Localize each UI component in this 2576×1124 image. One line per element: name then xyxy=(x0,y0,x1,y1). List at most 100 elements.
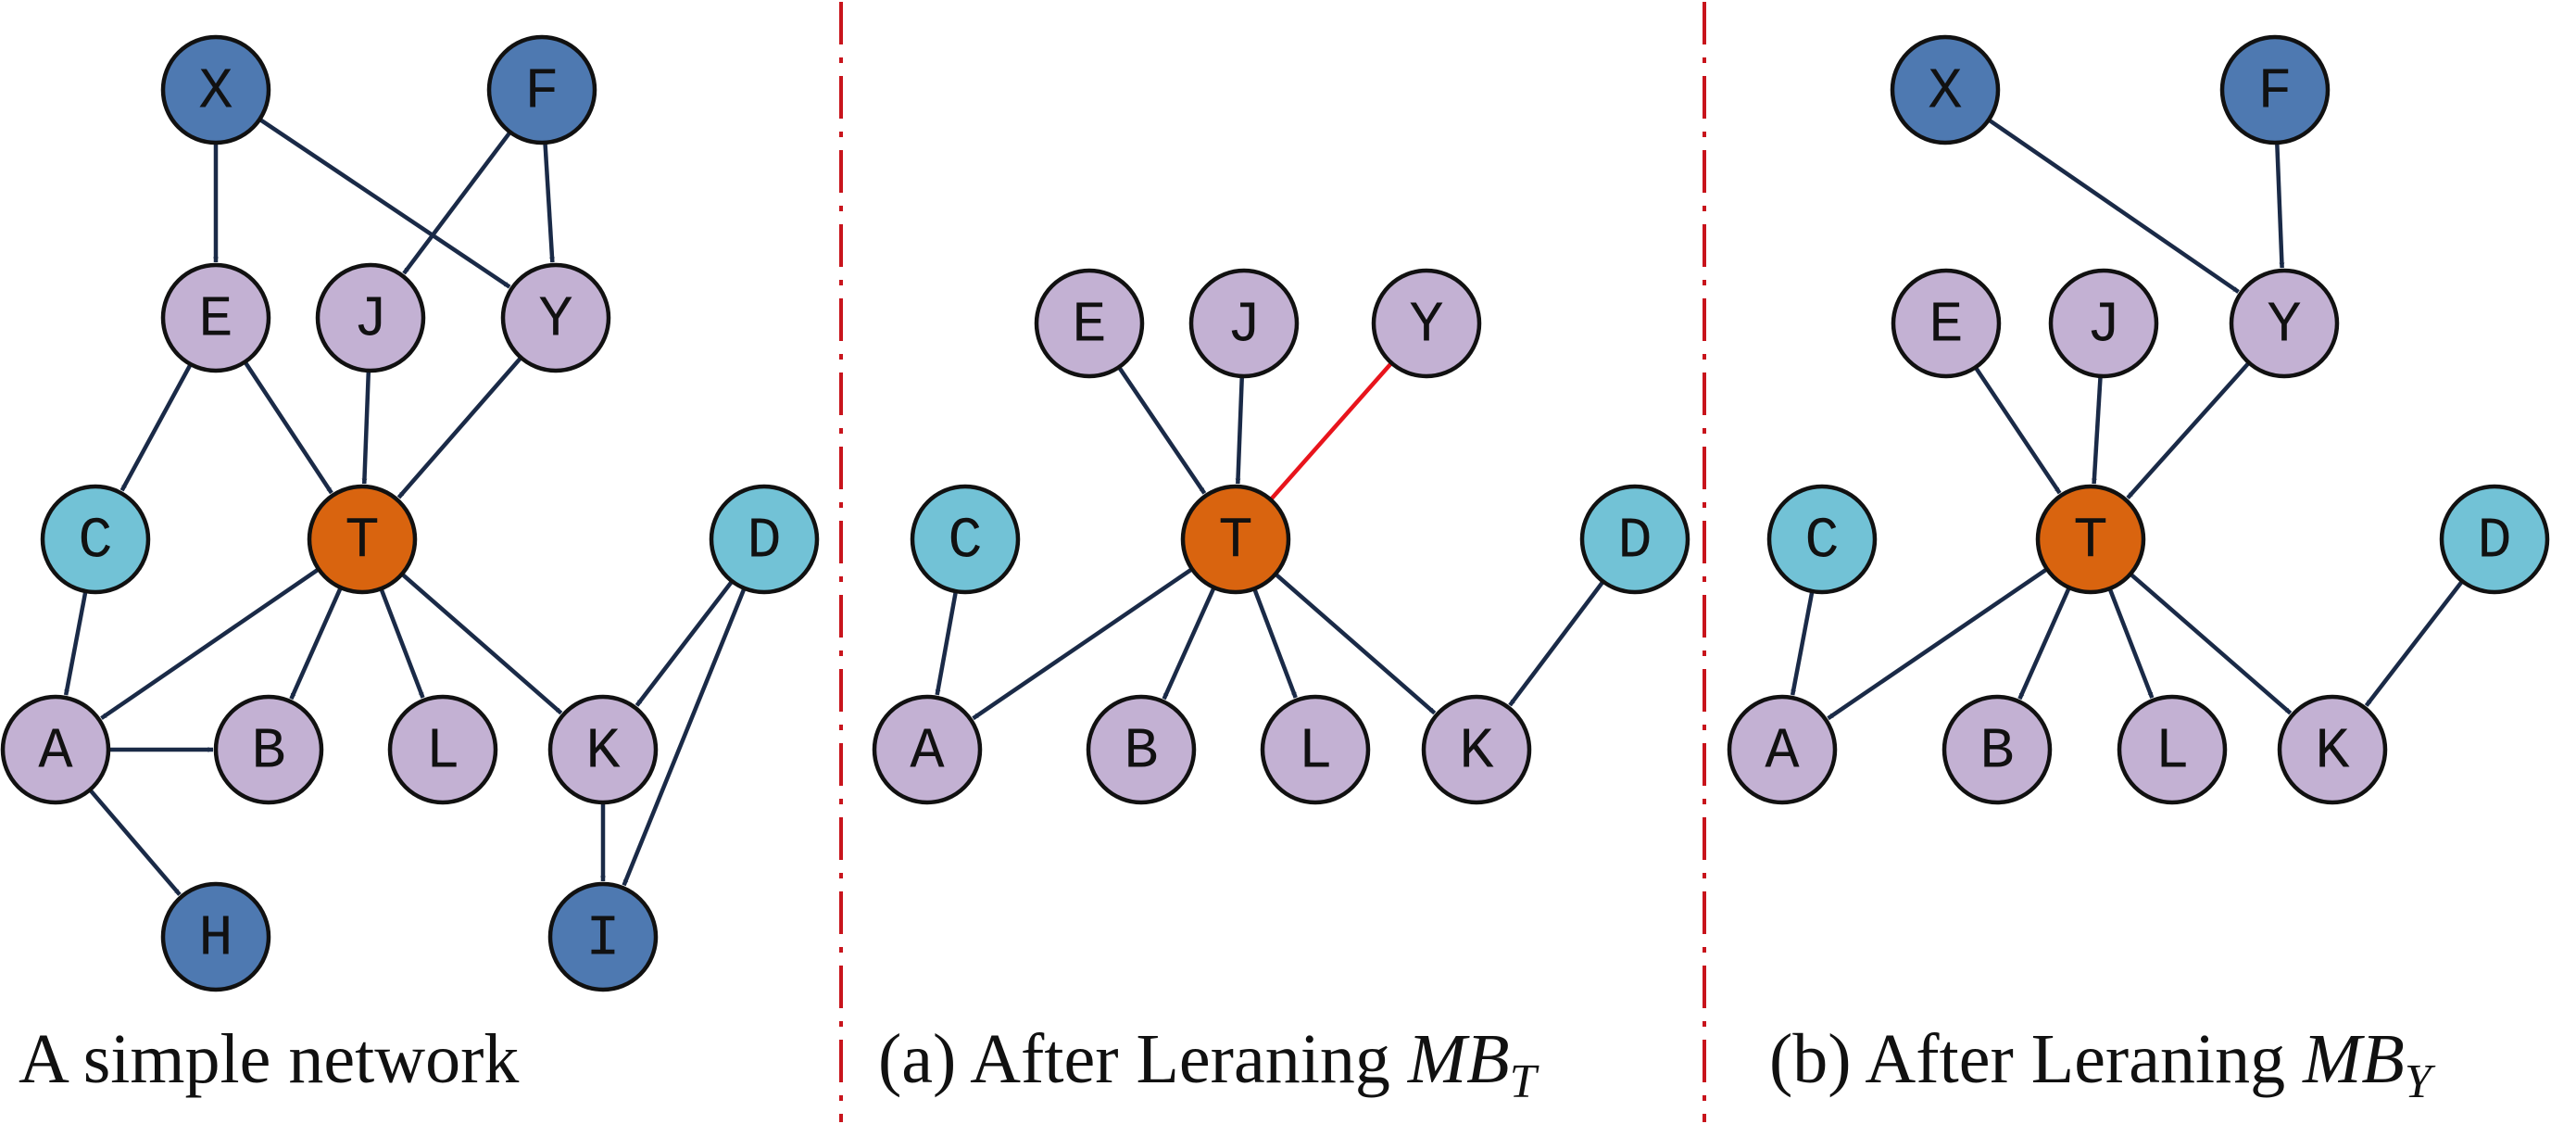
edge-j-t xyxy=(1235,375,1245,485)
edge-d-k xyxy=(635,579,735,707)
node-a: A xyxy=(872,694,983,805)
edge-e-c xyxy=(119,362,193,492)
node-label: K xyxy=(2315,719,2350,785)
node-label: D xyxy=(1617,509,1652,575)
edge-c-a xyxy=(1790,590,1815,696)
node-circle xyxy=(2229,268,2340,379)
node-j: J xyxy=(315,262,426,373)
node-circle xyxy=(2048,268,2159,379)
node-label: T xyxy=(345,509,379,575)
node-circle xyxy=(1727,694,1838,805)
node-c: C xyxy=(1766,484,1878,595)
node-label: J xyxy=(2086,293,2120,359)
node-circle xyxy=(1188,268,1300,379)
node-circle xyxy=(1034,268,1145,379)
caption-after-learning-mb-t: (a) After Leraning MBT xyxy=(878,1020,1539,1108)
node-circle xyxy=(213,694,324,805)
edge-a-h xyxy=(88,788,182,896)
node-e: E xyxy=(160,262,271,373)
node-label: T xyxy=(2073,509,2107,575)
edge-t-y xyxy=(1269,361,1393,501)
node-circle xyxy=(1766,484,1878,595)
node-circle xyxy=(547,694,659,805)
edge-j-t xyxy=(2091,375,2103,485)
edge-c-a xyxy=(63,590,88,696)
node-circle xyxy=(0,694,111,805)
edge-d-i xyxy=(622,587,747,887)
node-circle xyxy=(2117,694,2228,805)
edge-t-l xyxy=(379,587,425,699)
node-c: C xyxy=(40,484,151,595)
node-j: J xyxy=(1188,268,1300,379)
node-label: A xyxy=(38,719,73,785)
node-label: D xyxy=(747,509,781,575)
node-i: I xyxy=(547,881,659,992)
caption-simple-network: A simple network xyxy=(19,1020,519,1098)
node-f: F xyxy=(2219,34,2331,145)
node-label: C xyxy=(948,509,982,575)
node-label: L xyxy=(1298,719,1332,785)
node-label: A xyxy=(1765,719,1800,785)
edge-t-b xyxy=(1162,587,1216,701)
node-label: I xyxy=(585,906,620,972)
node-label: X xyxy=(198,59,232,125)
node-label: T xyxy=(1218,509,1252,575)
node-circle xyxy=(910,484,1021,595)
node-t: T xyxy=(307,484,418,595)
node-circle xyxy=(40,484,151,595)
node-label: B xyxy=(1979,719,2014,785)
edge-t-a xyxy=(100,567,320,720)
edge-e-t xyxy=(1117,365,1207,495)
edge-f-y xyxy=(2275,142,2285,269)
node-x: X xyxy=(1890,34,2001,145)
edge-t-k xyxy=(1274,572,1437,715)
node-label: K xyxy=(1459,719,1494,785)
node-circle xyxy=(2035,484,2146,595)
node-label: Y xyxy=(1409,293,1443,359)
node-e: E xyxy=(1891,268,2002,379)
node-y: Y xyxy=(2229,268,2340,379)
node-circle xyxy=(1941,694,2053,805)
node-f: F xyxy=(486,34,597,145)
node-d: D xyxy=(2439,484,2550,595)
node-label: B xyxy=(1124,719,1158,785)
node-k: K xyxy=(1421,694,1532,805)
node-label: H xyxy=(198,906,232,972)
node-t: T xyxy=(1180,484,1291,595)
edge-t-a xyxy=(972,567,1194,721)
node-label: J xyxy=(353,287,387,353)
node-circle xyxy=(160,34,271,145)
node-y: Y xyxy=(1371,268,1482,379)
node-y: Y xyxy=(500,262,611,373)
node-d: D xyxy=(1579,484,1690,595)
edge-d-k xyxy=(2364,579,2464,707)
node-circle xyxy=(2439,484,2550,595)
node-circle xyxy=(387,694,498,805)
node-label: F xyxy=(2257,59,2292,125)
node-label: K xyxy=(585,719,621,785)
node-label: L xyxy=(425,719,459,785)
node-a: A xyxy=(0,694,111,805)
node-d: D xyxy=(709,484,820,595)
caption-math-mb: MB xyxy=(1407,1020,1510,1098)
node-circle xyxy=(1371,268,1482,379)
node-circle xyxy=(315,262,426,373)
edge-t-k xyxy=(400,572,563,715)
edge-f-y xyxy=(543,142,555,263)
node-a: A xyxy=(1727,694,1838,805)
edge-t-k xyxy=(2129,572,2293,715)
caption-math-mb: MB xyxy=(2302,1020,2405,1098)
node-circle xyxy=(547,881,659,992)
node-l: L xyxy=(387,694,498,805)
edge-d-k xyxy=(1508,580,1605,707)
edge-e-t xyxy=(243,360,333,495)
edge-t-l xyxy=(2107,587,2155,699)
edge-j-t xyxy=(361,370,371,485)
node-label: F xyxy=(524,59,559,125)
node-label: C xyxy=(78,509,112,575)
node-circle xyxy=(1180,484,1291,595)
